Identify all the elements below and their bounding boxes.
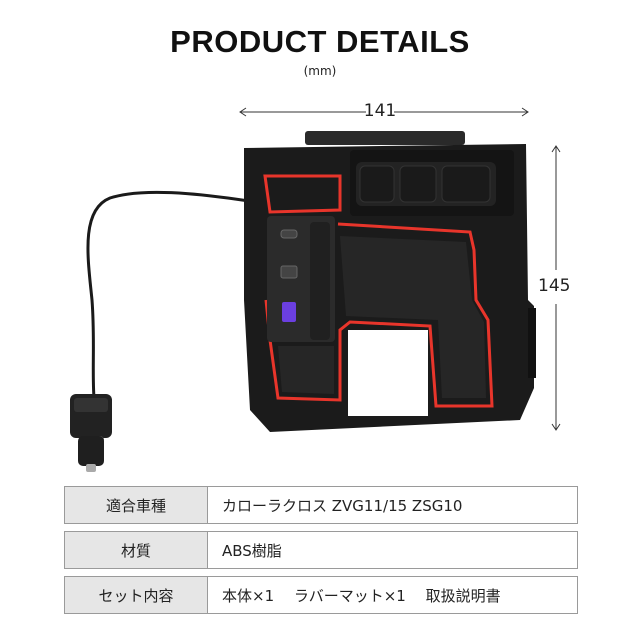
height-dimension-label: 145 — [538, 276, 571, 296]
unit-label: (mm) — [303, 64, 337, 78]
spec-label: 材質 — [64, 531, 208, 569]
spec-table: 適合車種 カローラクロス ZVG11/15 ZSG10 材質 ABS樹脂 セット… — [64, 486, 578, 621]
page-title: PRODUCT DETAILS — [170, 24, 470, 59]
spec-row-material: 材質 ABS樹脂 — [64, 531, 578, 569]
width-dimension-line — [239, 107, 529, 117]
height-dimension-line — [551, 145, 561, 431]
power-cable — [86, 190, 263, 399]
console-tray — [244, 131, 536, 432]
width-dimension-label: 141 — [363, 101, 397, 121]
spec-row-contents: セット内容 本体×1 ラバーマット×1 取扱説明書 — [64, 576, 578, 614]
spec-label: 適合車種 — [64, 486, 208, 524]
cigarette-plug — [70, 394, 112, 472]
spec-value: ABS樹脂 — [208, 531, 578, 569]
spec-value: 本体×1 ラバーマット×1 取扱説明書 — [208, 576, 578, 614]
spec-row-compatible-vehicle: 適合車種 カローラクロス ZVG11/15 ZSG10 — [64, 486, 578, 524]
product-image — [70, 107, 561, 472]
spec-label: セット内容 — [64, 576, 208, 614]
spec-value: カローラクロス ZVG11/15 ZSG10 — [208, 486, 578, 524]
